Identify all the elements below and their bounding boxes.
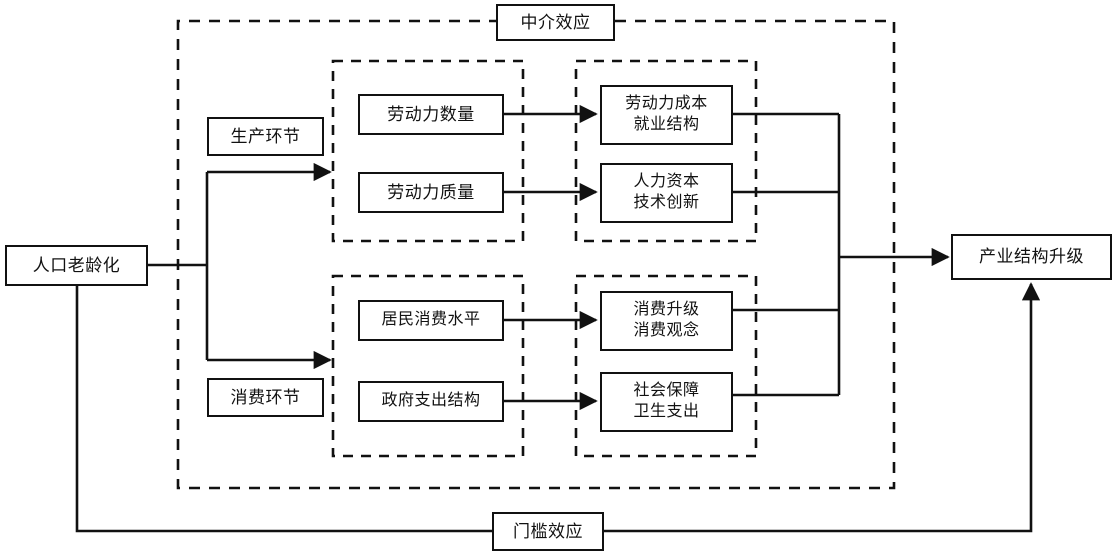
channel-production-label: 生产环节 (230, 126, 301, 146)
outcome-social-security-health-label: 社会保障 卫生支出 (633, 382, 700, 420)
production-outcome-group-dashed (574, 59, 758, 243)
source-node-population-aging[interactable]: 人口老龄化 (5, 245, 148, 286)
outcome-labor-cost-employment-label: 劳动力成本 就业结构 (625, 95, 708, 133)
threshold-effect-label: 门槛效应 (513, 521, 583, 541)
edge-threshold-to-target (601, 282, 1041, 533)
consumption-mechanism-group-dashed (331, 274, 525, 458)
consumption-outcome-group-dashed (574, 274, 758, 458)
channel-node-production[interactable]: 生产环节 (207, 117, 324, 156)
edge-source-to-threshold (75, 285, 495, 533)
outcome-node-labor-cost-employment[interactable]: 劳动力成本 就业结构 (600, 85, 733, 145)
mediating-effect-label-box[interactable]: 中介效应 (496, 4, 615, 41)
mechanism-government-expenditure-structure-label: 政府支出结构 (381, 392, 481, 410)
mediating-effect-label: 中介效应 (520, 12, 591, 32)
production-mechanism-group-dashed (331, 59, 525, 243)
mechanism-labor-quality-label: 劳动力质量 (387, 182, 475, 202)
target-node-industrial-upgrade[interactable]: 产业结构升级 (951, 234, 1112, 280)
outcome-consumption-upgrade-concept-label: 消费升级 消费观念 (633, 301, 700, 339)
mechanism-node-resident-consumption-level[interactable]: 居民消费水平 (358, 300, 504, 341)
target-node-label: 产业结构升级 (979, 247, 1084, 267)
outcome-node-social-security-health[interactable]: 社会保障 卫生支出 (600, 372, 733, 432)
channel-consumption-label: 消费环节 (230, 387, 301, 407)
mechanism-resident-consumption-level-label: 居民消费水平 (381, 311, 481, 329)
threshold-effect-label-box[interactable]: 门槛效应 (492, 512, 604, 551)
channel-node-consumption[interactable]: 消费环节 (207, 378, 324, 417)
outcome-node-consumption-upgrade-concept[interactable]: 消费升级 消费观念 (600, 291, 733, 351)
outcome-node-human-capital-innovation[interactable]: 人力资本 技术创新 (600, 163, 733, 223)
mechanism-node-labor-quantity[interactable]: 劳动力数量 (358, 94, 504, 135)
source-node-label: 人口老龄化 (32, 255, 121, 275)
outcome-human-capital-innovation-label: 人力资本 技术创新 (633, 173, 700, 211)
mediating-effect-region-dashed-outline (176, 19, 896, 490)
mechanism-labor-quantity-label: 劳动力数量 (387, 104, 475, 124)
mechanism-node-labor-quality[interactable]: 劳动力质量 (358, 172, 504, 213)
mechanism-node-government-expenditure-structure[interactable]: 政府支出结构 (358, 381, 504, 422)
